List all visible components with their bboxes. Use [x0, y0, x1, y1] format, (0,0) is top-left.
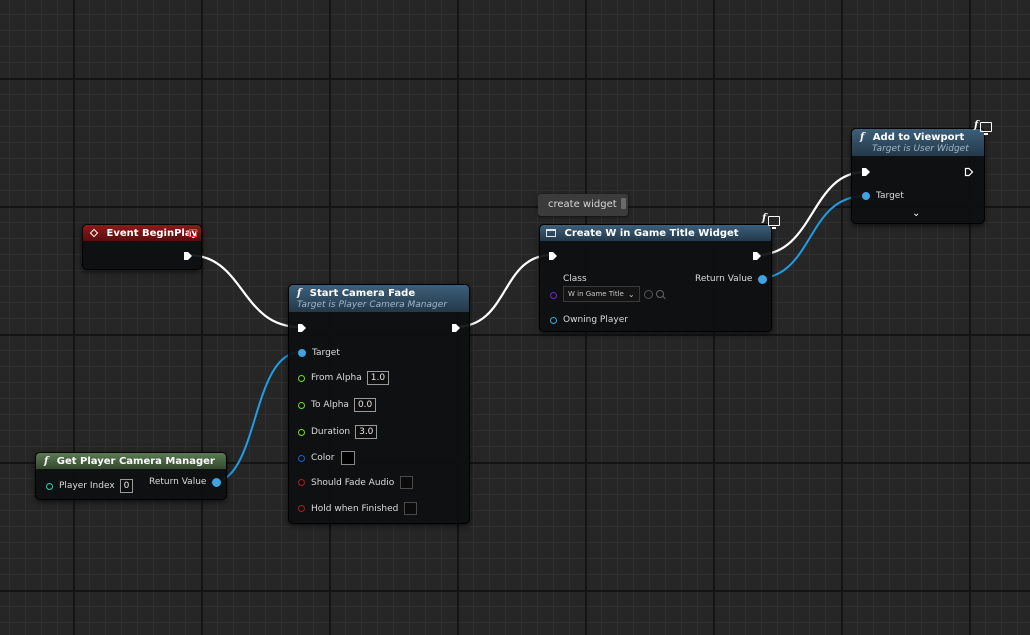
monitor-icon	[768, 216, 780, 229]
use-selected-icon[interactable]	[643, 289, 653, 299]
node-start-camera-fade[interactable]: f Start Camera Fade Target is Player Cam…	[288, 284, 470, 524]
pin-label: Return Value	[149, 477, 207, 487]
object-pin-icon[interactable]	[298, 349, 306, 357]
node-subtitle: Target is User Widget	[872, 144, 969, 154]
pin-label: Duration	[311, 427, 351, 437]
pin-label: Hold when Finished	[311, 503, 399, 514]
pin-label: Class	[563, 274, 587, 284]
node-header: f Add to Viewport Target is User Widget	[852, 129, 984, 156]
node-header: f Get Player Camera Manager	[36, 453, 226, 469]
struct-pin-icon[interactable]	[298, 454, 305, 462]
exec-in-pin[interactable]	[861, 167, 871, 177]
class-pin-icon[interactable]	[550, 291, 557, 299]
function-icon: f	[44, 456, 49, 467]
float-pin-icon[interactable]	[298, 428, 305, 436]
exec-wire-create-to-viewport[interactable]	[756, 170, 866, 257]
pin-to-alpha[interactable]: To Alpha 0.0	[298, 398, 377, 412]
pin-label: Color	[311, 453, 335, 463]
comment-pin-icon[interactable]	[621, 198, 626, 209]
from-alpha-input[interactable]: 1.0	[366, 371, 390, 385]
class-dropdown-value: W in Game Title	[568, 290, 624, 298]
monitor-function-icon: f	[974, 120, 979, 131]
float-pin-icon[interactable]	[298, 401, 305, 409]
player-index-input[interactable]: 0	[119, 479, 134, 493]
node-title: Start Camera Fade	[309, 288, 416, 299]
object-pin-icon[interactable]	[862, 192, 870, 200]
node-header: Create W in Game Title Widget	[540, 225, 771, 241]
delegate-pin-icon[interactable]	[189, 229, 197, 237]
object-pin-icon[interactable]	[550, 316, 557, 324]
exec-out-pin[interactable]	[964, 167, 974, 177]
exec-in-pin[interactable]	[548, 251, 558, 261]
pin-player-index[interactable]: Player Index 0	[46, 479, 134, 493]
pin-should-fade-audio[interactable]: Should Fade Audio	[298, 476, 414, 489]
pin-duration[interactable]: Duration 3.0	[298, 425, 378, 439]
chevron-down-icon: ⌄	[627, 289, 635, 299]
pin-target[interactable]: Target	[298, 348, 340, 358]
should-fade-audio-checkbox[interactable]	[400, 476, 414, 489]
search-icon[interactable]	[655, 290, 664, 298]
node-create-widget[interactable]: Create W in Game Title Widget f Class W …	[539, 213, 780, 332]
hold-when-finished-checkbox[interactable]	[404, 502, 418, 515]
monitor-function-icon: f	[762, 213, 767, 224]
expand-chevron-icon[interactable]: ⌄	[912, 208, 921, 219]
pin-return-value[interactable]: Return Value	[149, 477, 222, 487]
node-title: Event BeginPlay	[106, 228, 198, 239]
pin-label: Player Index	[59, 481, 115, 491]
node-header: f Start Camera Fade Target is Player Cam…	[289, 285, 469, 312]
pin-label: Target	[876, 191, 904, 201]
pin-label: Should Fade Audio	[311, 477, 395, 488]
node-get-player-camera-manager[interactable]: f Get Player Camera Manager Player Index…	[35, 452, 227, 500]
comment-bubble[interactable]: create widget	[538, 194, 628, 216]
pin-label: Owning Player	[563, 315, 628, 325]
pin-target[interactable]: Target	[862, 191, 904, 201]
bool-pin-icon[interactable]	[298, 505, 305, 512]
node-subtitle: Target is Player Camera Manager	[297, 300, 447, 310]
comment-text: create widget	[548, 199, 617, 210]
int-pin-icon[interactable]	[46, 482, 53, 490]
pin-from-alpha[interactable]: From Alpha 1.0	[298, 371, 390, 385]
node-title: Get Player Camera Manager	[56, 456, 215, 467]
class-dropdown[interactable]: W in Game Title ⌄	[563, 286, 640, 302]
pin-class[interactable]: Class W in Game Title ⌄	[550, 274, 664, 302]
function-icon: f	[860, 132, 865, 143]
monitor-icon	[980, 122, 992, 135]
node-title: Create W in Game Title Widget	[564, 228, 739, 239]
exec-out-pin[interactable]	[752, 251, 762, 261]
to-alpha-input[interactable]: 0.0	[353, 398, 377, 412]
pin-hold-when-finished[interactable]: Hold when Finished	[298, 502, 418, 515]
pin-owning-player[interactable]: Owning Player	[550, 315, 628, 325]
node-header: Event BeginPlay	[83, 225, 201, 241]
color-swatch[interactable]	[340, 451, 355, 465]
exec-in-pin[interactable]	[297, 323, 307, 333]
pin-label: Target	[312, 348, 340, 358]
event-diamond-icon	[89, 228, 99, 238]
pin-return-value[interactable]: Return Value	[695, 274, 768, 284]
duration-input[interactable]: 3.0	[355, 425, 378, 439]
node-title: Add to Viewport	[872, 132, 965, 143]
pin-label: From Alpha	[311, 373, 362, 383]
node-event-begin-play[interactable]: Event BeginPlay	[82, 224, 202, 270]
exec-wire-begin-to-fade[interactable]	[187, 253, 301, 329]
exec-out-pin[interactable]	[183, 251, 193, 261]
node-add-to-viewport[interactable]: f Add to Viewport Target is User Widget …	[851, 120, 992, 224]
bool-pin-icon[interactable]	[298, 479, 305, 486]
object-pin-icon[interactable]	[212, 477, 222, 487]
float-pin-icon[interactable]	[298, 374, 305, 382]
exec-out-pin[interactable]	[451, 323, 461, 333]
widget-icon	[546, 229, 556, 237]
function-icon: f	[297, 288, 302, 299]
pin-label: To Alpha	[311, 400, 349, 410]
pin-label: Return Value	[695, 274, 753, 284]
object-pin-icon[interactable]	[758, 274, 768, 284]
pin-color[interactable]: Color	[298, 451, 355, 465]
